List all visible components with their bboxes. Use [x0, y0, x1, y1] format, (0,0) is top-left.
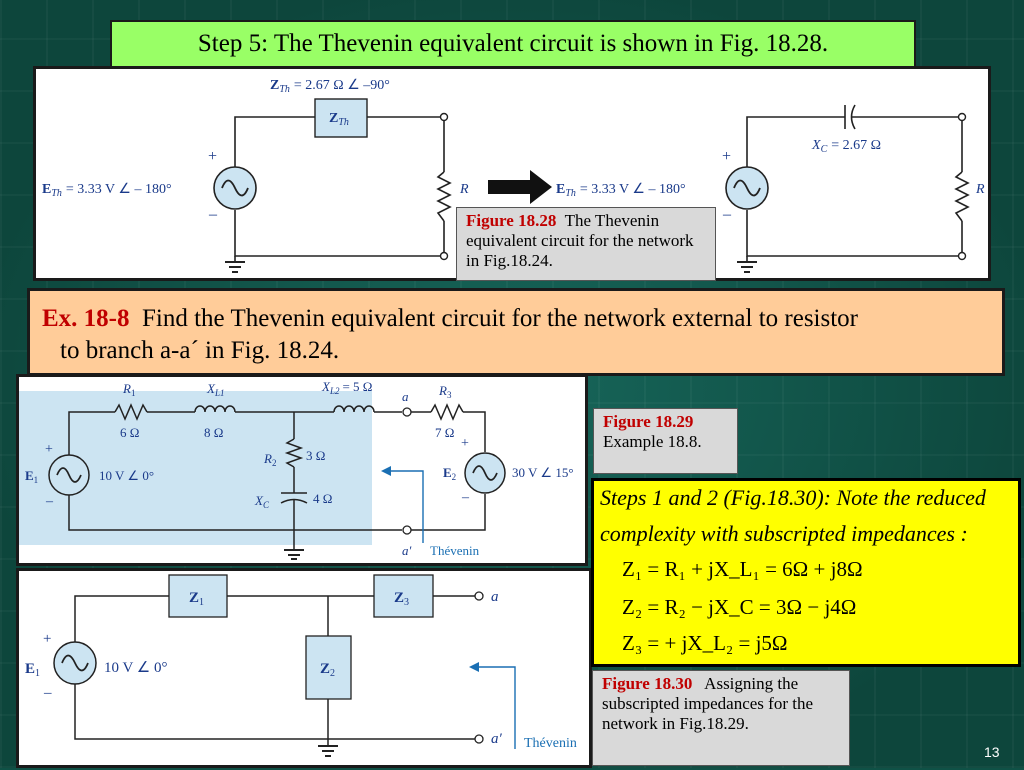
- right-arrow-icon: [488, 170, 552, 204]
- slide-title-text: Step 5: The Thevenin equivalent circuit …: [197, 30, 829, 57]
- node-a-label: a: [402, 389, 409, 404]
- plus-sign: +: [722, 148, 731, 165]
- caption-figure-number: Figure 18.29: [603, 412, 694, 431]
- plus-sign: +: [43, 631, 51, 647]
- plus-sign: +: [45, 442, 53, 457]
- figure-18-30-panel: Z1 Z3 Z2 E1 10 V ∠ 0° + – a a′ Thévenin: [16, 568, 592, 768]
- caption-text: The Thevenin equivalent circuit for the …: [466, 211, 694, 270]
- example-label: Ex. 18-8: [42, 305, 130, 332]
- equation-z2: Z₂ = R₂ − jX_C = 3Ω − j4Ω: [622, 595, 857, 619]
- plus-sign: +: [461, 436, 469, 451]
- e1-value: 10 V ∠ 0°: [104, 660, 168, 676]
- e1-label: E1: [25, 661, 40, 679]
- r3-label: R3: [438, 383, 452, 400]
- equation-z1: Z₁ = R₁ + jX_L₁ = 6Ω + j8Ω: [622, 557, 863, 581]
- r1-label: R1: [122, 381, 135, 398]
- z3-box: [373, 574, 434, 618]
- ac-source-icon: [725, 166, 769, 210]
- example-network-diagram: R1 6 Ω XL1 8 Ω XL2= 5 Ω R3 7 Ω R2 3 Ω XC…: [19, 379, 574, 560]
- e1-value: 10 V ∠ 0°: [99, 468, 154, 483]
- ground-icon: [225, 261, 245, 273]
- r3-value: 7 Ω: [435, 425, 454, 440]
- eth-label-right: ETh= 3.33 V ∠ – 180°: [556, 182, 686, 199]
- xl2-label: XL2= 5 Ω: [321, 379, 372, 396]
- ac-source-icon: [53, 641, 97, 685]
- minus-sign: –: [43, 685, 52, 701]
- subscripted-impedance-diagram: Z1 Z3 Z2 E1 10 V ∠ 0° + – a a′ Thévenin: [25, 574, 577, 757]
- xl1-label: XL1: [206, 381, 224, 398]
- e1-label: E1: [25, 468, 38, 485]
- thevenin-label: Thévenin: [430, 543, 480, 558]
- thevenin-bracket: [473, 666, 516, 749]
- r-label-left: R: [459, 182, 469, 197]
- z3-label: Z3: [394, 590, 409, 608]
- z1-label: Z1: [189, 590, 204, 608]
- caption-text: Example 18.8.: [603, 432, 702, 451]
- minus-sign: –: [45, 494, 54, 509]
- ground-icon: [284, 549, 304, 560]
- r2-value: 3 Ω: [306, 448, 325, 463]
- r1-value: 6 Ω: [120, 425, 139, 440]
- z2-label: Z2: [320, 661, 335, 679]
- example-line-1: Find the Thevenin equivalent circuit for…: [142, 305, 858, 332]
- zth-value-label: ZTh= 2.67 Ω ∠ –90°: [270, 78, 390, 95]
- left-arrow-icon: [381, 466, 391, 476]
- e2-value: 30 V ∠ 15°: [512, 465, 574, 480]
- zth-box: [314, 98, 368, 138]
- z1-box: [168, 574, 228, 618]
- eth-label-left: ETh= 3.33 V ∠ – 180°: [42, 182, 172, 199]
- r2-label: R2: [263, 451, 276, 468]
- node-a-prime-label: a′: [491, 731, 503, 747]
- example-line-2: to branch a-a´ in Fig. 18.24.: [60, 337, 340, 364]
- figure-18-30-caption: Figure 18.30 Assigning the subscripted i…: [592, 670, 850, 766]
- ac-source-icon: [48, 454, 90, 496]
- left-arrow-icon: [469, 662, 479, 672]
- xc-label: XC: [254, 493, 270, 510]
- ground-icon: [737, 261, 757, 273]
- steps-box: Steps 1 and 2 (Fig.18.30): Note the redu…: [591, 478, 1021, 667]
- ac-source-icon: [213, 166, 257, 210]
- equation-z3: Z₃ = + jX_L₂ = j5Ω: [622, 631, 788, 655]
- thevenin-label: Thévenin: [524, 736, 577, 751]
- minus-sign: –: [722, 206, 732, 223]
- caption-text: Assigning the subscripted impedances for…: [602, 674, 814, 733]
- figure-18-29-caption: Figure 18.29 Example 18.8.: [593, 408, 738, 474]
- thevenin-bracket: [385, 470, 424, 543]
- minus-sign: –: [461, 490, 470, 505]
- figure-18-29-panel: R1 6 Ω XL1 8 Ω XL2= 5 Ω R3 7 Ω R2 3 Ω XC…: [16, 374, 588, 566]
- minus-sign: –: [208, 206, 218, 223]
- caption-figure-number: Figure 18.30: [602, 674, 693, 693]
- steps-line-2: complexity with subscripted impedances :: [600, 521, 968, 546]
- e2-label: E2: [443, 465, 456, 482]
- example-statement: Ex. 18-8 Find the Thevenin equivalent ci…: [27, 288, 1005, 376]
- r-label-right: R: [975, 182, 985, 197]
- plus-sign: +: [208, 148, 217, 165]
- figure-18-28-panel: ZTh= 2.67 Ω ∠ –90° ZTh ETh= 3.33 V ∠ – 1…: [33, 66, 991, 281]
- xc-value: 4 Ω: [313, 491, 332, 506]
- page-number: 13: [984, 744, 1000, 760]
- steps-line-1: Steps 1 and 2 (Fig.18.30): Note the redu…: [600, 485, 986, 510]
- node-a-label: a: [491, 589, 499, 605]
- ground-icon: [318, 745, 338, 757]
- xl1-value: 8 Ω: [204, 425, 223, 440]
- slide-title: Step 5: The Thevenin equivalent circuit …: [110, 20, 916, 68]
- z2-box: [305, 635, 352, 700]
- figure-18-28-caption: Figure 18.28 The Thevenin equivalent cir…: [456, 207, 716, 281]
- node-a-prime-label: a′: [402, 543, 412, 558]
- thevenin-equivalent-diagram: ZTh= 2.67 Ω ∠ –90° ZTh ETh= 3.33 V ∠ – 1…: [42, 78, 985, 273]
- ac-source-icon: [464, 452, 506, 494]
- xc-label: XC= 2.67 Ω: [811, 138, 881, 155]
- zth-box-label: ZTh: [329, 111, 349, 128]
- caption-figure-number: Figure 18.28: [466, 211, 557, 230]
